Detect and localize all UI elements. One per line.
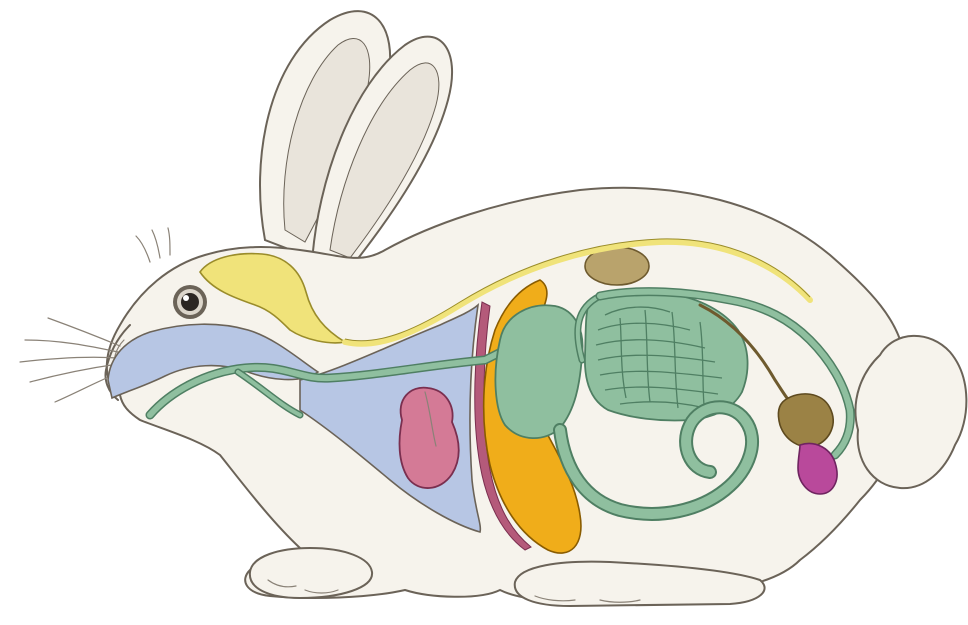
- heart: [400, 388, 459, 488]
- eye: [173, 285, 207, 319]
- front-paw: [250, 548, 372, 598]
